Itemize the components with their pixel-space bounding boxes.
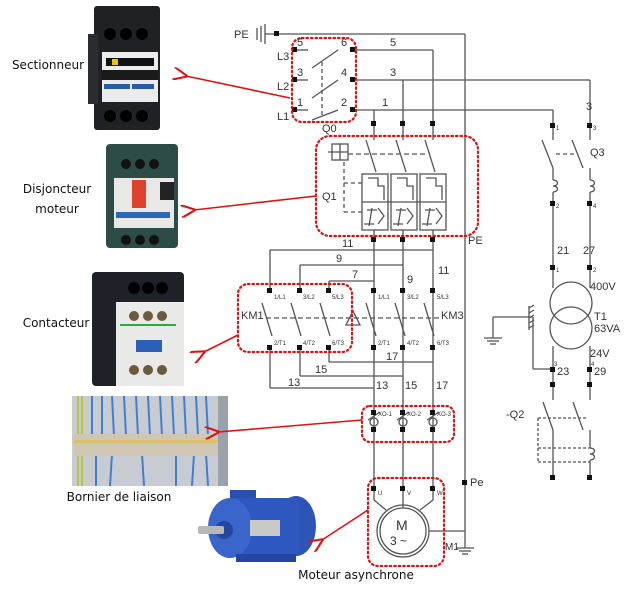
- km1-out-1: 2/T1: [274, 341, 287, 347]
- wire-17-a: 17: [386, 351, 398, 363]
- motor-term-v: V: [407, 491, 411, 497]
- label-moteur: Moteur asynchrone: [298, 568, 414, 582]
- km3-in-1: 1/L1: [378, 295, 390, 301]
- t1-wire-29: 29: [594, 366, 606, 378]
- wire-7: 7: [352, 269, 358, 281]
- t1-pin-3: 3: [554, 362, 558, 368]
- q2-name: -Q2: [506, 409, 524, 421]
- t1-pin-1: 1: [556, 268, 560, 274]
- ctrl-wire-27: 27: [583, 245, 595, 257]
- highlight-motor: [366, 476, 446, 568]
- motor-phase: 3 ~: [390, 534, 407, 548]
- km1-name: KM1: [241, 310, 264, 322]
- motor-term-u: U: [378, 491, 382, 497]
- label-sectionneur: Sectionneur: [11, 58, 85, 72]
- arrow-disjoncteur: [194, 195, 317, 210]
- highlight-terminals: [360, 404, 456, 444]
- km1-in-3: 5/L3: [332, 295, 344, 301]
- motor-name: M1: [445, 542, 459, 553]
- km1-out-2: 4/T2: [303, 341, 316, 347]
- km1-in-1: 1/L1: [274, 295, 286, 301]
- highlight-km1: [236, 282, 354, 354]
- l3-label: L3: [277, 51, 289, 63]
- wire-17-b: 17: [436, 380, 448, 392]
- t1-wire-23: 23: [557, 366, 569, 378]
- t1-rating: 63VA: [594, 323, 621, 335]
- t1-pin-2: 2: [593, 268, 597, 274]
- km1-out-3: 6/T3: [332, 341, 345, 347]
- l1-label: L1: [277, 111, 289, 123]
- bornier-photo: [72, 396, 228, 486]
- highlight-q0: [290, 36, 358, 124]
- wire-15-b: 15: [405, 380, 417, 392]
- q0-name: Q0: [322, 123, 337, 135]
- q3-in-3: 3: [593, 126, 597, 132]
- km3-out-3: 6/T3: [437, 341, 450, 347]
- t1-secondary: 24V: [590, 348, 610, 360]
- t1-primary: 400V: [590, 281, 616, 293]
- q0-out-4: 4: [341, 67, 347, 79]
- q3-name: Q3: [590, 147, 605, 159]
- q0-in-3: 3: [297, 67, 303, 79]
- moteur-photo: [198, 490, 316, 562]
- q0-out-2: 2: [341, 97, 347, 109]
- label-disjoncteur-line2: moteur: [35, 202, 79, 216]
- q1-name: Q1: [322, 191, 337, 203]
- contacteur-photo: [92, 272, 184, 386]
- pe-motor-label: Pe: [470, 477, 483, 489]
- km3-name: KM3: [441, 310, 464, 322]
- q0-in-5: 5: [297, 37, 303, 49]
- km1-in-2: 3/L2: [303, 295, 315, 301]
- pe-label: PE: [234, 29, 249, 41]
- terminal-xo2: XO-2: [407, 412, 422, 418]
- motor-symbol: M: [396, 517, 408, 533]
- pe-label-2: PE: [468, 235, 483, 247]
- label-disjoncteur-line1: Disjoncteur: [22, 182, 92, 196]
- km3-out-2: 4/T2: [407, 341, 420, 347]
- wire-11-b: 11: [438, 265, 449, 277]
- wire-11-a: 11: [342, 238, 353, 250]
- highlight-q1: [314, 134, 480, 238]
- label-bornier: Bornier de liaison: [66, 490, 172, 504]
- sectionneur-photo: [88, 6, 160, 130]
- label-disjoncteur: Disjoncteur moteur: [14, 182, 100, 216]
- l2-label: L2: [277, 81, 289, 93]
- wire-5: 5: [390, 37, 396, 49]
- label-contacteur: Contacteur: [22, 316, 90, 330]
- wire-13-a: 13: [288, 377, 300, 389]
- arrow-contacteur: [204, 334, 239, 352]
- q0-in-1: 1: [297, 97, 303, 109]
- km3-in-2: 3/L2: [407, 295, 419, 301]
- q3-wire-3: 3: [586, 101, 592, 113]
- km3-out-1: 2/T1: [378, 341, 391, 347]
- wire-15-a: 15: [315, 364, 327, 376]
- t1-pin-4: 4: [591, 362, 595, 368]
- q3-out-4: 4: [593, 204, 597, 210]
- km3-in-3: 5/L3: [437, 295, 449, 301]
- wire-1: 1: [382, 97, 388, 109]
- q3-in-1: 1: [556, 126, 560, 132]
- wire-9-a: 9: [336, 253, 342, 265]
- wire-3: 3: [390, 67, 396, 79]
- arrow-sectionneur: [186, 76, 291, 99]
- q3-out-2: 2: [556, 204, 560, 210]
- disjoncteur-photo: [106, 144, 178, 248]
- wire-9-b: 9: [407, 274, 413, 286]
- arrow-bornier: [218, 419, 363, 432]
- motor-term-w: W: [437, 491, 443, 497]
- t1-name: T1: [594, 311, 607, 323]
- q0-out-6: 6: [341, 37, 347, 49]
- arrow-moteur: [322, 509, 369, 540]
- ctrl-wire-21: 21: [557, 245, 569, 257]
- terminal-xo1: XO-1: [378, 412, 393, 418]
- wire-13-b: 13: [376, 380, 388, 392]
- terminal-xo3: XO-3: [437, 412, 452, 418]
